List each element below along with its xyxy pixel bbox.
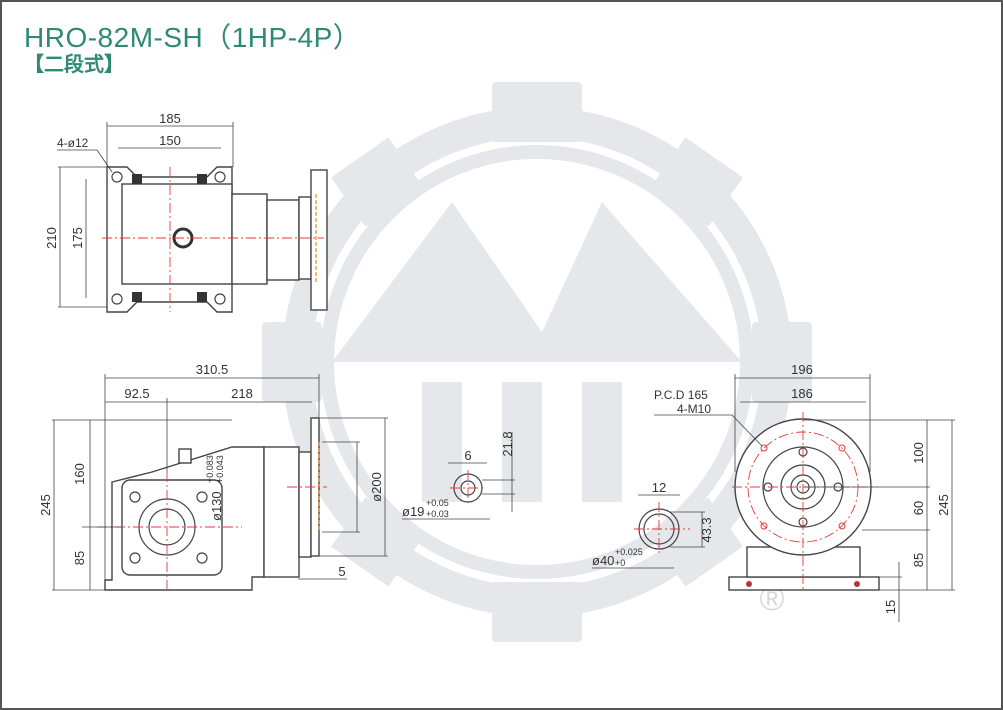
watermark-logo: ® bbox=[262, 82, 812, 642]
output-key-height: 43.3 bbox=[699, 517, 714, 542]
output-tol-upper: +0.025 bbox=[615, 547, 643, 557]
input-shaft-dia: ø19 bbox=[402, 504, 424, 519]
dim-185: 185 bbox=[159, 111, 181, 126]
dim-150: 150 bbox=[159, 133, 181, 148]
flange-dia: ø200 bbox=[369, 472, 384, 502]
flange-thickness: 5 bbox=[338, 564, 345, 579]
dim-92-5: 92.5 bbox=[124, 386, 149, 401]
dim-175: 175 bbox=[70, 227, 85, 249]
input-shaft-detail: 6 21.8 ø19 +0.05 +0.03 bbox=[402, 431, 515, 520]
front-dim-60: 60 bbox=[911, 501, 926, 515]
flange-pilot-dia: ø130 bbox=[209, 491, 224, 521]
front-dim-245: 245 bbox=[936, 494, 951, 516]
page-title: HRO-82M-SH（1HP-4P） bbox=[24, 22, 362, 53]
side-view: 310.5 92.5 218 245 160 85 ø130 +0.083 +0… bbox=[38, 362, 388, 592]
output-bore-dia: ø40 bbox=[592, 553, 614, 568]
flange-pilot-tol-lower: +0.043 bbox=[215, 455, 225, 483]
dim-218: 218 bbox=[231, 386, 253, 401]
tapped-holes-label: 4-M10 bbox=[677, 402, 711, 416]
front-dim-196: 196 bbox=[791, 362, 813, 377]
input-tol-lower: +0.03 bbox=[426, 509, 449, 519]
output-key-width: 12 bbox=[652, 480, 666, 495]
front-dim-186: 186 bbox=[791, 386, 813, 401]
holes-label: 4-ø12 bbox=[57, 136, 89, 150]
input-tol-upper: +0.05 bbox=[426, 498, 449, 508]
dim-210: 210 bbox=[44, 227, 59, 249]
front-dim-85: 85 bbox=[911, 553, 926, 567]
top-view: 185 150 4-ø12 210 175 bbox=[44, 111, 328, 313]
front-view: 196 186 P.C.D 165 4-M10 100 60 245 85 15 bbox=[654, 362, 955, 622]
input-key-height: 21.8 bbox=[500, 431, 515, 456]
dim-85: 85 bbox=[72, 551, 87, 565]
page-subtitle: 【二段式】 bbox=[24, 52, 124, 76]
base-thickness: 15 bbox=[883, 600, 898, 614]
flange-pilot-tol-upper: +0.083 bbox=[205, 455, 215, 483]
output-bore-detail: 12 43.3 ø40 +0.025 +0 bbox=[592, 480, 714, 569]
dim-310-5: 310.5 bbox=[196, 362, 229, 377]
front-dim-100: 100 bbox=[911, 442, 926, 464]
dim-160: 160 bbox=[72, 463, 87, 485]
output-tol-lower: +0 bbox=[615, 558, 625, 568]
input-key-width: 6 bbox=[464, 448, 471, 463]
pcd-label: P.C.D 165 bbox=[654, 388, 708, 402]
dim-245: 245 bbox=[38, 494, 53, 516]
